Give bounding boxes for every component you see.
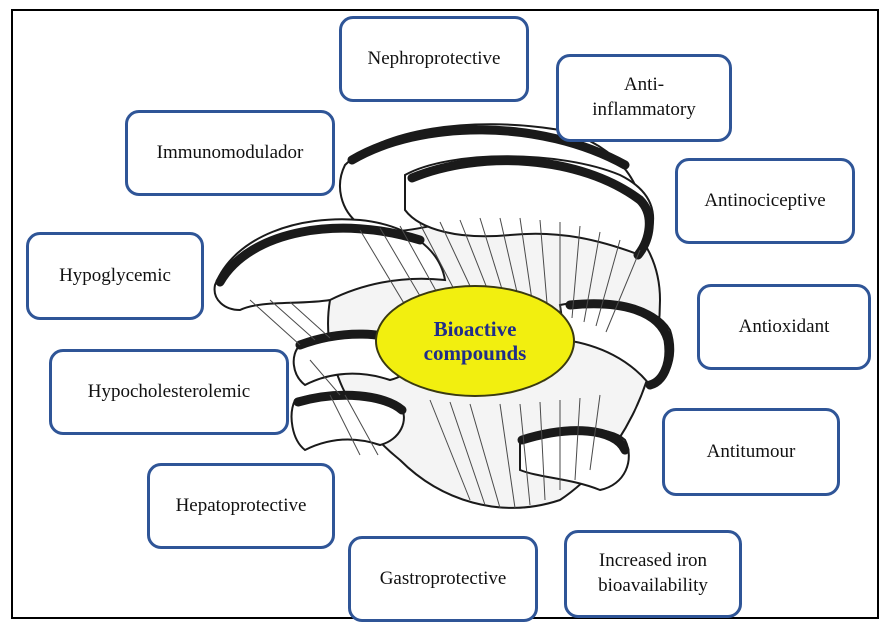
hepatoprotective-label: Hepatoprotective [176, 494, 307, 519]
hypocholesterolemic-box: Hypocholesterolemic [49, 349, 289, 435]
nephroprotective-box: Nephroprotective [339, 16, 529, 102]
hypoglycemic-label: Hypoglycemic [59, 264, 171, 289]
antinociceptive-box: Antinociceptive [675, 158, 855, 244]
hypoglycemic-box: Hypoglycemic [26, 232, 204, 320]
hypocholesterolemic-label: Hypocholesterolemic [88, 380, 251, 405]
gastroprotective-box: Gastroprotective [348, 536, 538, 622]
anti-inflammatory-label: Anti- inflammatory [592, 73, 695, 122]
hepatoprotective-box: Hepatoprotective [147, 463, 335, 549]
antitumour-label: Antitumour [707, 440, 796, 465]
immunomodulador-box: Immunomodulador [125, 110, 335, 196]
immunomodulador-label: Immunomodulador [157, 141, 304, 166]
antitumour-box: Antitumour [662, 408, 840, 496]
increased-iron-label: Increased iron bioavailability [598, 549, 708, 598]
gastroprotective-label: Gastroprotective [380, 567, 507, 592]
antioxidant-box: Antioxidant [697, 284, 871, 370]
increased-iron-box: Increased iron bioavailability [564, 530, 742, 618]
bioactive-compounds-ellipse: Bioactive compounds [375, 285, 575, 397]
antinociceptive-label: Antinociceptive [704, 189, 825, 214]
nephroprotective-label: Nephroprotective [368, 47, 501, 72]
anti-inflammatory-box: Anti- inflammatory [556, 54, 732, 142]
antioxidant-label: Antioxidant [739, 315, 830, 340]
bioactive-compounds-label: Bioactive compounds [424, 317, 527, 365]
